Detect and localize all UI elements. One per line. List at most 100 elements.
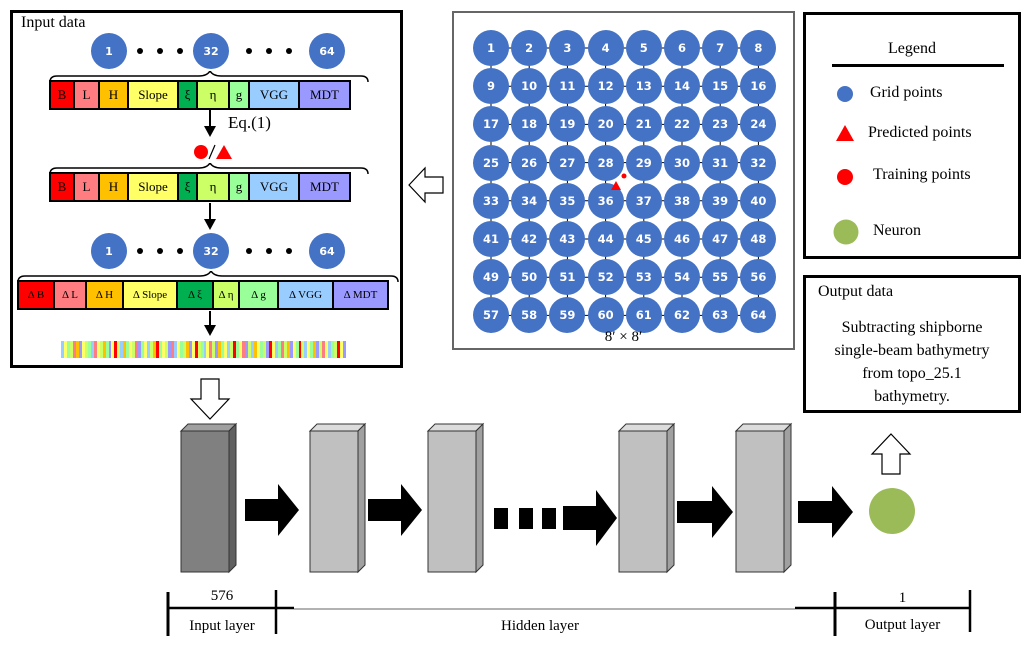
vector-stripe xyxy=(61,341,64,358)
output-layer-size: 1 xyxy=(898,590,907,606)
vector-stripe xyxy=(283,341,287,358)
feature-cell: Δ VGG xyxy=(279,282,332,308)
grid-point: 28 xyxy=(587,144,624,181)
vector-stripe xyxy=(218,341,222,358)
vector-stripe xyxy=(262,341,266,358)
grid-point: 60 xyxy=(587,297,624,334)
vector-stripe xyxy=(337,341,341,358)
feature-cell: MDT xyxy=(300,174,349,200)
down-arrow-icon xyxy=(204,203,216,230)
output-neuron xyxy=(869,488,915,534)
grid-point: 23 xyxy=(702,106,739,143)
vector-stripe xyxy=(117,341,121,358)
vector-stripe xyxy=(310,341,314,358)
vector-stripe xyxy=(307,341,311,358)
legend-label-grid-points: Grid points xyxy=(870,84,943,101)
ellipsis-dots xyxy=(137,248,183,254)
vector-stripe xyxy=(81,341,85,358)
vector-stripe xyxy=(176,341,180,358)
grid-point: 61 xyxy=(625,297,662,334)
vector-stripe xyxy=(292,341,296,358)
grid-point: 55 xyxy=(702,259,739,296)
vector-stripe xyxy=(123,341,127,358)
vector-stripe xyxy=(108,341,112,358)
vector-stripe xyxy=(170,341,174,358)
grid-point: 17 xyxy=(473,106,509,143)
vector-stripe xyxy=(277,341,281,358)
legend-label-training-points: Training points xyxy=(873,166,971,183)
input-layer-size: 576 xyxy=(210,588,234,604)
grid-point: 34 xyxy=(511,182,548,219)
vector-stripe xyxy=(295,341,299,358)
vector-stripe xyxy=(322,341,326,358)
vector-stripe xyxy=(268,341,272,358)
vector-stripe xyxy=(144,341,148,358)
vector-stripe xyxy=(182,341,186,358)
grid-point: 43 xyxy=(549,221,586,257)
curly-brace xyxy=(17,271,399,283)
vector-stripe xyxy=(129,341,133,358)
ellipsis-block xyxy=(494,508,508,529)
hidden-layer-block xyxy=(734,422,793,574)
vector-stripe xyxy=(289,341,293,358)
vector-stripe xyxy=(75,341,79,358)
right-arrow-icon xyxy=(245,484,299,536)
feature-cell: Δ L xyxy=(55,282,85,308)
grid-point: 4 xyxy=(587,30,624,66)
feature-cell: Δ H xyxy=(87,282,122,308)
vector-stripe xyxy=(93,341,97,358)
feature-cell: B xyxy=(51,82,73,108)
vector-stripe xyxy=(164,341,168,358)
vector-stripe xyxy=(105,341,109,358)
vector-stripe xyxy=(111,341,115,358)
grid-point: 31 xyxy=(702,144,739,181)
predicted-point-marker xyxy=(611,181,621,190)
vector-stripe xyxy=(147,341,151,358)
vector-stripe xyxy=(173,341,177,358)
down-arrow-icon xyxy=(204,110,216,137)
vector-stripe xyxy=(197,341,201,358)
grid-point: 21 xyxy=(625,106,662,143)
grid-point: 3 xyxy=(549,30,586,66)
ellipsis-block xyxy=(542,508,556,529)
equation-label: Eq.(1) xyxy=(228,113,271,132)
vector-stripe xyxy=(99,341,103,358)
vector-stripe xyxy=(141,341,145,358)
feature-cell: Δ g xyxy=(240,282,277,308)
grid-point: 26 xyxy=(511,144,548,181)
grid-point: 53 xyxy=(625,259,662,296)
neuron-legend-icon xyxy=(833,219,859,245)
vector-stripe xyxy=(251,341,254,358)
feature-cell: g xyxy=(230,82,248,108)
feature-cell: Δ η xyxy=(214,282,238,308)
grid-point: 13 xyxy=(625,68,662,105)
grid-point: 62 xyxy=(664,297,700,334)
training-predicted-marker-icon xyxy=(194,144,232,160)
grid-point: 57 xyxy=(473,297,509,334)
output-description-line: single-beam bathymetry xyxy=(834,342,990,359)
vector-stripe xyxy=(203,341,207,358)
feature-cell: H xyxy=(100,82,127,108)
vector-stripe xyxy=(191,341,195,358)
input-layer-label: Input layer xyxy=(189,618,255,634)
vector-stripe xyxy=(248,341,251,358)
left-hollow-arrow-icon xyxy=(408,166,444,204)
hidden-layer-block xyxy=(426,422,485,574)
grid-point: 45 xyxy=(625,221,662,257)
grid-point: 59 xyxy=(549,297,586,334)
grid-point: 30 xyxy=(664,144,700,181)
grid-node-middle: 32 xyxy=(193,233,229,269)
grid-point: 7 xyxy=(702,30,739,66)
vector-stripe xyxy=(239,341,243,358)
feature-cell: L xyxy=(75,174,98,200)
legend-label-predicted-points: Predicted points xyxy=(868,124,972,141)
grid-point: 1 xyxy=(473,30,509,66)
grid-point: 37 xyxy=(625,182,662,219)
grid-point: 20 xyxy=(587,106,624,143)
vector-stripe xyxy=(185,341,189,358)
vector-stripe xyxy=(161,341,165,358)
